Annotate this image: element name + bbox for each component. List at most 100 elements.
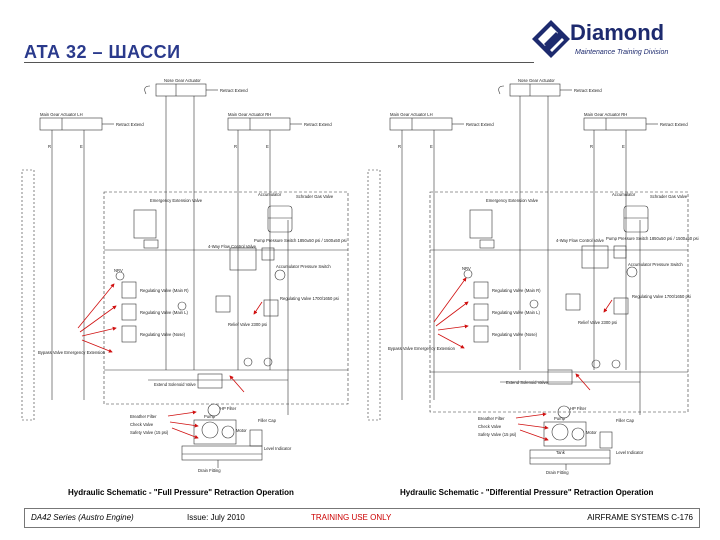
left-label-e2: E bbox=[266, 144, 269, 149]
right-accumulator bbox=[623, 205, 649, 233]
right-label-ext-l: Retract Extend bbox=[466, 122, 494, 127]
right-label-nose-actuator: Nose Gear Actuator bbox=[518, 78, 555, 83]
right-flow-arrows bbox=[433, 277, 613, 441]
left-tank bbox=[181, 445, 263, 461]
left-label-nrv: NRV bbox=[114, 268, 123, 273]
left-emergency-valve bbox=[133, 209, 157, 239]
left-label-r2: R bbox=[234, 144, 237, 149]
left-label-hp: HP Filter bbox=[220, 406, 237, 411]
left-main-actuator-rh bbox=[227, 117, 291, 131]
right-label-emerg: Emergency Extension Valve bbox=[486, 198, 539, 203]
left-label-motor: Motor bbox=[236, 428, 247, 433]
left-accumulator bbox=[267, 205, 293, 233]
left-label-accum: Accumulator bbox=[258, 192, 282, 197]
left-caption: Hydraulic Schematic - "Full Pressure" Re… bbox=[68, 488, 294, 497]
right-label-bypass: Bypass Valve Emergency Extension bbox=[388, 346, 456, 351]
left-label-accumtemp: Accumulator Pressure Switch bbox=[276, 264, 331, 269]
right-reg-valve-r bbox=[473, 281, 489, 299]
left-hp-filter bbox=[207, 403, 221, 417]
left-flow-arrows bbox=[77, 283, 263, 439]
left-label-level: Level Indicator bbox=[264, 446, 292, 451]
footer-issue: Issue: July 2010 bbox=[187, 513, 245, 522]
right-label-reg-l: Regulating Valve (Main L) bbox=[492, 310, 540, 315]
left-label-e1: E bbox=[80, 144, 83, 149]
right-label-regvalve: Regulating Valve 1700/1650 psi bbox=[632, 294, 691, 299]
left-label-extend: Extend Solenoid Valve bbox=[154, 382, 196, 387]
right-label-schrader: Schrader Gas Valve bbox=[650, 194, 688, 199]
left-reg-valve-l bbox=[121, 303, 137, 321]
page-title: АТА 32 – ШАССИ bbox=[24, 42, 181, 62]
left-label-emerg: Emergency Extension Valve bbox=[150, 198, 203, 203]
left-label-reg-l: Regulating Valve (Main L) bbox=[140, 310, 188, 315]
right-label-level: Level Indicator bbox=[616, 450, 644, 455]
left-label-bypass: Bypass Valve Emergency Extension bbox=[38, 350, 106, 355]
title-divider bbox=[24, 62, 534, 63]
left-motor bbox=[221, 425, 235, 439]
right-main-actuator-rh bbox=[583, 117, 647, 131]
right-label-extend: Extend Solenoid Valve bbox=[506, 380, 548, 385]
left-label-check: Check Valve bbox=[130, 422, 154, 427]
footer-training: TRAINING USE ONLY bbox=[311, 513, 392, 522]
left-label-ext-l: Retract Extend bbox=[116, 122, 144, 127]
left-label-nose-actuator: Nose Gear Actuator bbox=[164, 78, 201, 83]
right-label-ext-r: Retract Extend bbox=[660, 122, 688, 127]
left-label-filler: Filler Cap bbox=[258, 418, 277, 423]
right-label-nrv: NRV bbox=[462, 266, 471, 271]
right-label-tank: Tank bbox=[556, 450, 566, 455]
right-label-r1: R bbox=[398, 144, 401, 149]
right-flow-control bbox=[581, 245, 609, 269]
left-reg-valve-r bbox=[121, 281, 137, 299]
left-label-breather: Breather Filter bbox=[130, 414, 157, 419]
right-label-e2: E bbox=[622, 144, 625, 149]
left-pump bbox=[201, 421, 219, 439]
left-label-regvalve: Regulating Valve 1700/1650 psi bbox=[280, 296, 339, 301]
right-label-breather: Breather Filter bbox=[478, 416, 505, 421]
right-labels: Nose Gear Actuator Retract Extend Main G… bbox=[388, 78, 699, 475]
right-label-accumtemp: Accumulator Pressure Switch bbox=[628, 262, 683, 267]
left-labels: Nose Gear Actuator Retract Extend Main G… bbox=[38, 78, 347, 473]
left-label-pswitch: Pump Pressure Switch 1850±50 psi / 1500±… bbox=[254, 238, 347, 243]
left-label-main-r: Main Gear Actuator RH bbox=[228, 112, 271, 117]
right-extend-solenoid bbox=[547, 369, 573, 385]
left-label-schrader: Schrader Gas Valve bbox=[296, 194, 334, 199]
left-flow-control bbox=[229, 247, 257, 271]
right-label-pump: Pump bbox=[554, 416, 566, 421]
right-hp-filter bbox=[557, 405, 571, 419]
right-label-reg-r: Regulating Valve (Main R) bbox=[492, 288, 541, 293]
right-label-main-r: Main Gear Actuator RH bbox=[584, 112, 627, 117]
right-label-main-l: Main Gear Actuator LH bbox=[390, 112, 433, 117]
right-label-reg-n: Regulating Valve (Nose) bbox=[492, 332, 538, 337]
left-label-reg-r: Regulating Valve (Main R) bbox=[140, 288, 189, 293]
diamond-logo-icon bbox=[532, 20, 570, 58]
left-main-actuator-lh bbox=[39, 117, 103, 131]
right-pump bbox=[551, 423, 569, 441]
right-label-r2: R bbox=[590, 144, 593, 149]
diamond-logo: Diamond Maintenance Training Division bbox=[530, 14, 700, 64]
right-label-nose-ext: Retract Extend bbox=[574, 88, 602, 93]
right-label-safety: Safety Valve (15 psi) bbox=[478, 432, 517, 437]
left-label-main-l: Main Gear Actuator LH bbox=[40, 112, 83, 117]
left-reg-valve-n bbox=[121, 325, 137, 343]
right-reg-valve-l bbox=[473, 303, 489, 321]
left-label-relief: Relief Valve 2300 psi bbox=[228, 322, 267, 327]
footer-series: DA42 Series (Austro Engine) bbox=[31, 513, 134, 522]
left-label-nose-ext: Retract Extend bbox=[220, 88, 248, 93]
left-schematic bbox=[21, 83, 349, 468]
right-nose-actuator bbox=[509, 83, 561, 97]
right-label-pswitch: Pump Pressure Switch 1850±50 psi / 1500±… bbox=[606, 236, 699, 241]
right-label-e1: E bbox=[430, 144, 433, 149]
right-motor bbox=[571, 427, 585, 441]
right-emergency-valve bbox=[469, 209, 493, 239]
left-label-ext-r: Retract Extend bbox=[304, 122, 332, 127]
right-label-flow: 4-Way Flow Control Valve bbox=[556, 238, 605, 243]
right-label-hp: HP Filter bbox=[570, 406, 587, 411]
right-caption: Hydraulic Schematic - "Differential Pres… bbox=[400, 488, 654, 497]
hydraulic-schematics: Nose Gear Actuator Retract Extend Main G… bbox=[21, 78, 699, 475]
left-label-flow: 4-Way Flow Control Valve bbox=[208, 244, 257, 249]
logo-wordmark: Diamond bbox=[570, 20, 665, 45]
left-label-safety: Safety Valve (15 psi) bbox=[130, 430, 169, 435]
right-label-accum: Accumulator bbox=[612, 192, 636, 197]
footer-section: AIRFRAME SYSTEMS C-176 bbox=[587, 513, 693, 522]
right-schematic bbox=[367, 83, 689, 470]
right-label-filler: Filler Cap bbox=[616, 418, 635, 423]
